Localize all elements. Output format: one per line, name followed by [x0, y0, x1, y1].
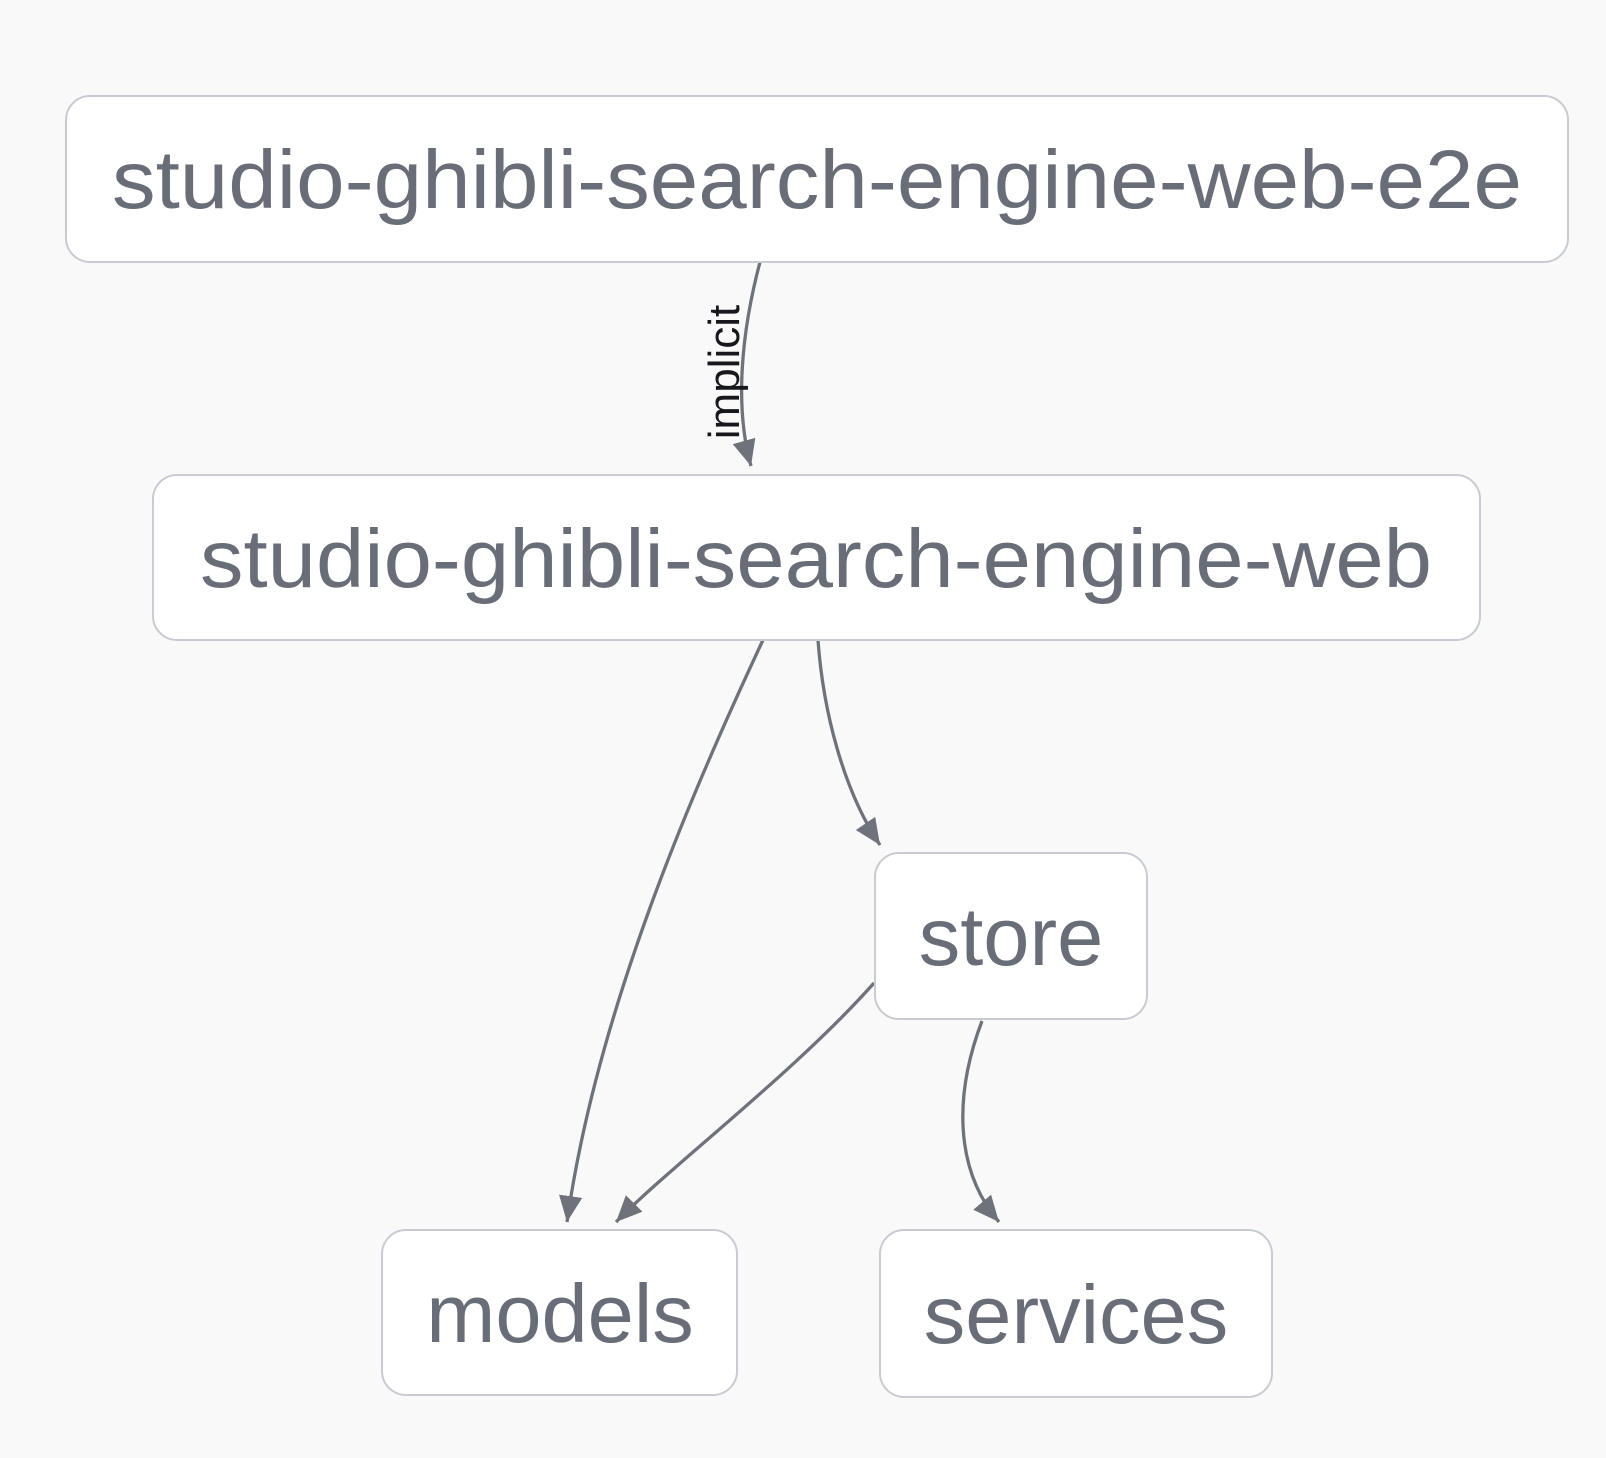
edge-layer — [559, 261, 1001, 1224]
edge-store-to-models — [614, 981, 876, 1224]
edge-e2e-to-web — [732, 261, 762, 467]
graph-node-web[interactable]: studio-ghibli-search-engine-web — [152, 474, 1481, 641]
graph-node-e2e[interactable]: studio-ghibli-search-engine-web-e2e — [65, 95, 1569, 263]
node-label: store — [919, 890, 1104, 983]
edge-web-to-store — [816, 639, 882, 846]
edge-store-to-services — [961, 1020, 1001, 1224]
node-label: models — [426, 1267, 694, 1360]
node-box — [879, 1229, 1273, 1398]
node-label: services — [924, 1268, 1228, 1361]
node-box — [152, 474, 1481, 641]
node-label: studio-ghibli-search-engine-web-e2e — [112, 133, 1522, 226]
node-box — [65, 95, 1569, 263]
node-box — [874, 852, 1148, 1020]
edge-label-implicit: implicit — [700, 305, 749, 439]
graph-node-services[interactable]: services — [879, 1229, 1273, 1398]
node-label: studio-ghibli-search-engine-web — [200, 512, 1432, 605]
graph-node-store[interactable]: store — [874, 852, 1148, 1020]
edge-web-to-models — [559, 639, 765, 1223]
graph-node-models[interactable]: models — [381, 1229, 738, 1396]
node-box — [381, 1229, 738, 1396]
